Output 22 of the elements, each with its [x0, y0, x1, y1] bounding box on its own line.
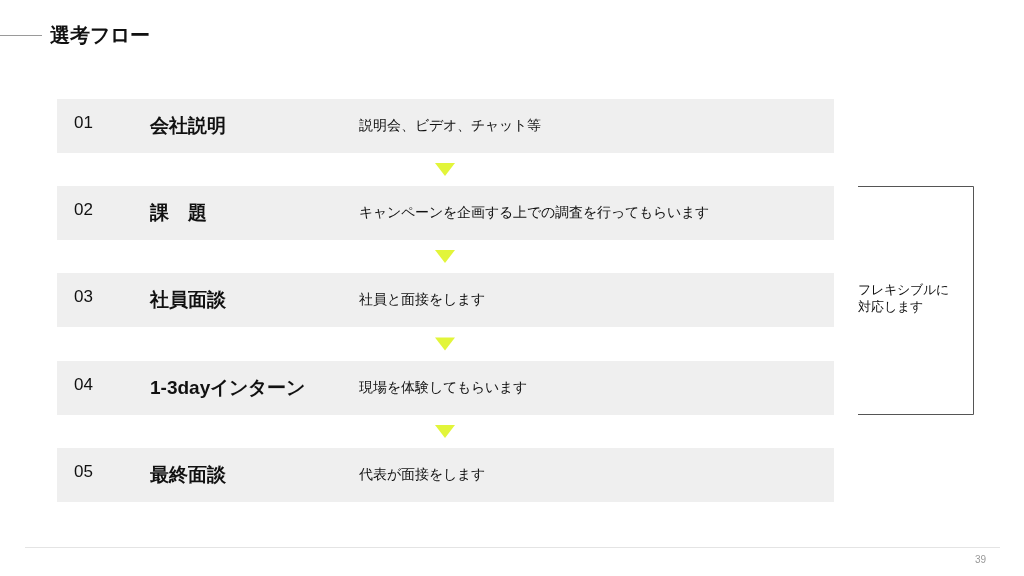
arrow — [435, 337, 455, 351]
step-number: 01 — [74, 113, 93, 133]
page-title: 選考フロー — [50, 23, 150, 48]
step-description: 説明会、ビデオ、チャット等 — [359, 116, 541, 135]
step-title: 会社説明 — [150, 114, 226, 138]
step-description: 代表が面接をします — [359, 465, 485, 484]
arrow — [435, 250, 455, 263]
step-number: 05 — [74, 462, 93, 482]
arrow — [435, 163, 455, 176]
step-description: 現場を体験してもらいます — [359, 378, 527, 397]
step-number: 03 — [74, 287, 93, 307]
step-description: 社員と面接をします — [359, 290, 485, 309]
step-number: 02 — [74, 200, 93, 220]
step-description: キャンペーンを企画する上での調査を行ってもらいます — [359, 203, 709, 222]
step-title: 社員面談 — [150, 288, 226, 312]
step-title: 課 題 — [150, 201, 207, 225]
step-number: 04 — [74, 375, 93, 395]
side-note: フレキシブルに対応します — [858, 282, 950, 316]
step-title: 1-3dayインターン — [150, 376, 306, 400]
page-number: 39 — [975, 553, 987, 567]
step-title: 最終面談 — [150, 463, 226, 487]
arrow — [435, 425, 455, 438]
